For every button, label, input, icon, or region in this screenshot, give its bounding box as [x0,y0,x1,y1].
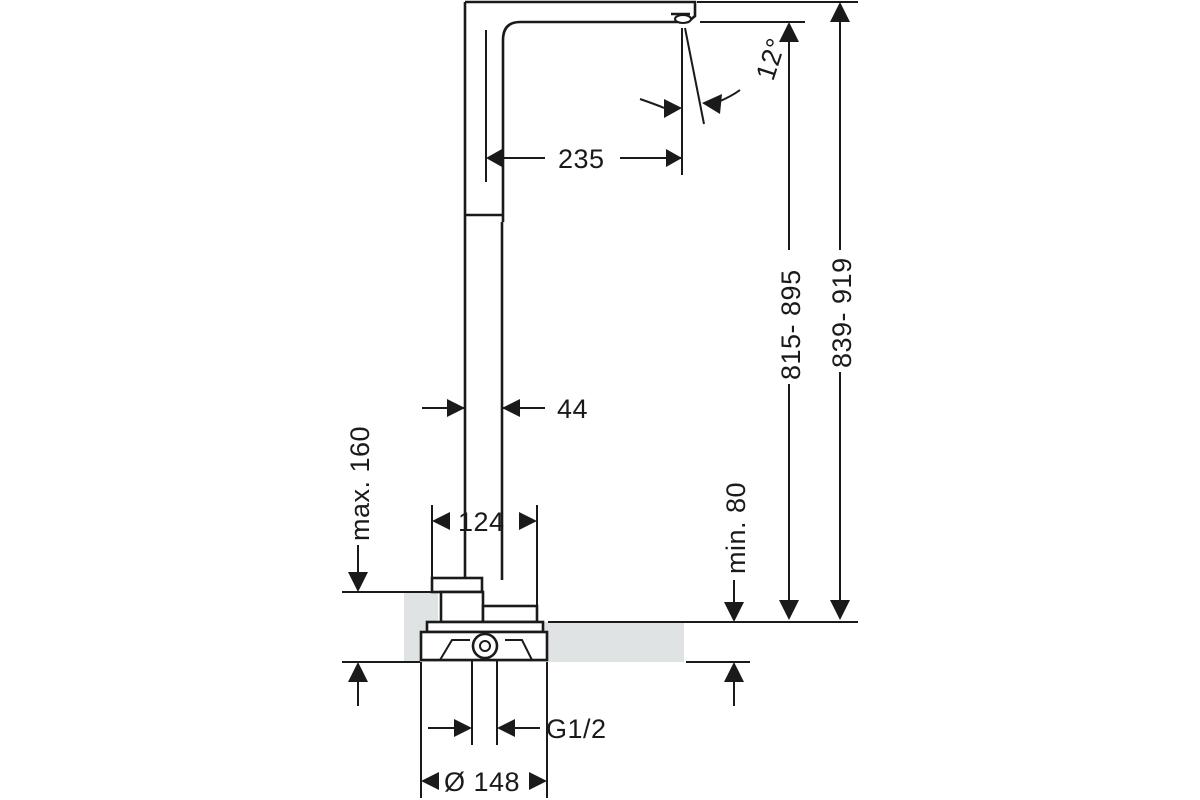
faucet-body [463,0,697,580]
dim-min-80-label: min. 80 [721,482,751,574]
faucet-base [419,576,549,662]
dim-148-label: Ø 148 [444,767,520,797]
dim-width-124 [431,505,538,606]
lever-handle [430,576,484,594]
dim-44-label: 44 [557,394,588,424]
dim-max-160-label: max. 160 [345,426,375,541]
dim-min-80 [686,580,750,706]
dim-height-839-919 [697,1,858,620]
dim-g12-label: G1/2 [546,714,607,744]
dim-839-919-label: 839- 919 [827,257,857,368]
aerator [674,14,692,24]
countertop-step [404,592,438,622]
dim-max-160 [342,545,432,706]
dim-height-815-895 [700,21,805,620]
dim-angle-12 [639,27,741,125]
dim-815-895-label: 815- 895 [776,269,806,380]
dim-124-label: 124 [458,507,505,537]
dim-diameter-148 [420,662,548,798]
dim-width-44 [422,399,545,417]
dim-235-label: 235 [558,144,605,174]
base-collar [481,604,539,624]
dim-connection-g12 [428,660,540,745]
dim-reach-235 [486,28,683,175]
